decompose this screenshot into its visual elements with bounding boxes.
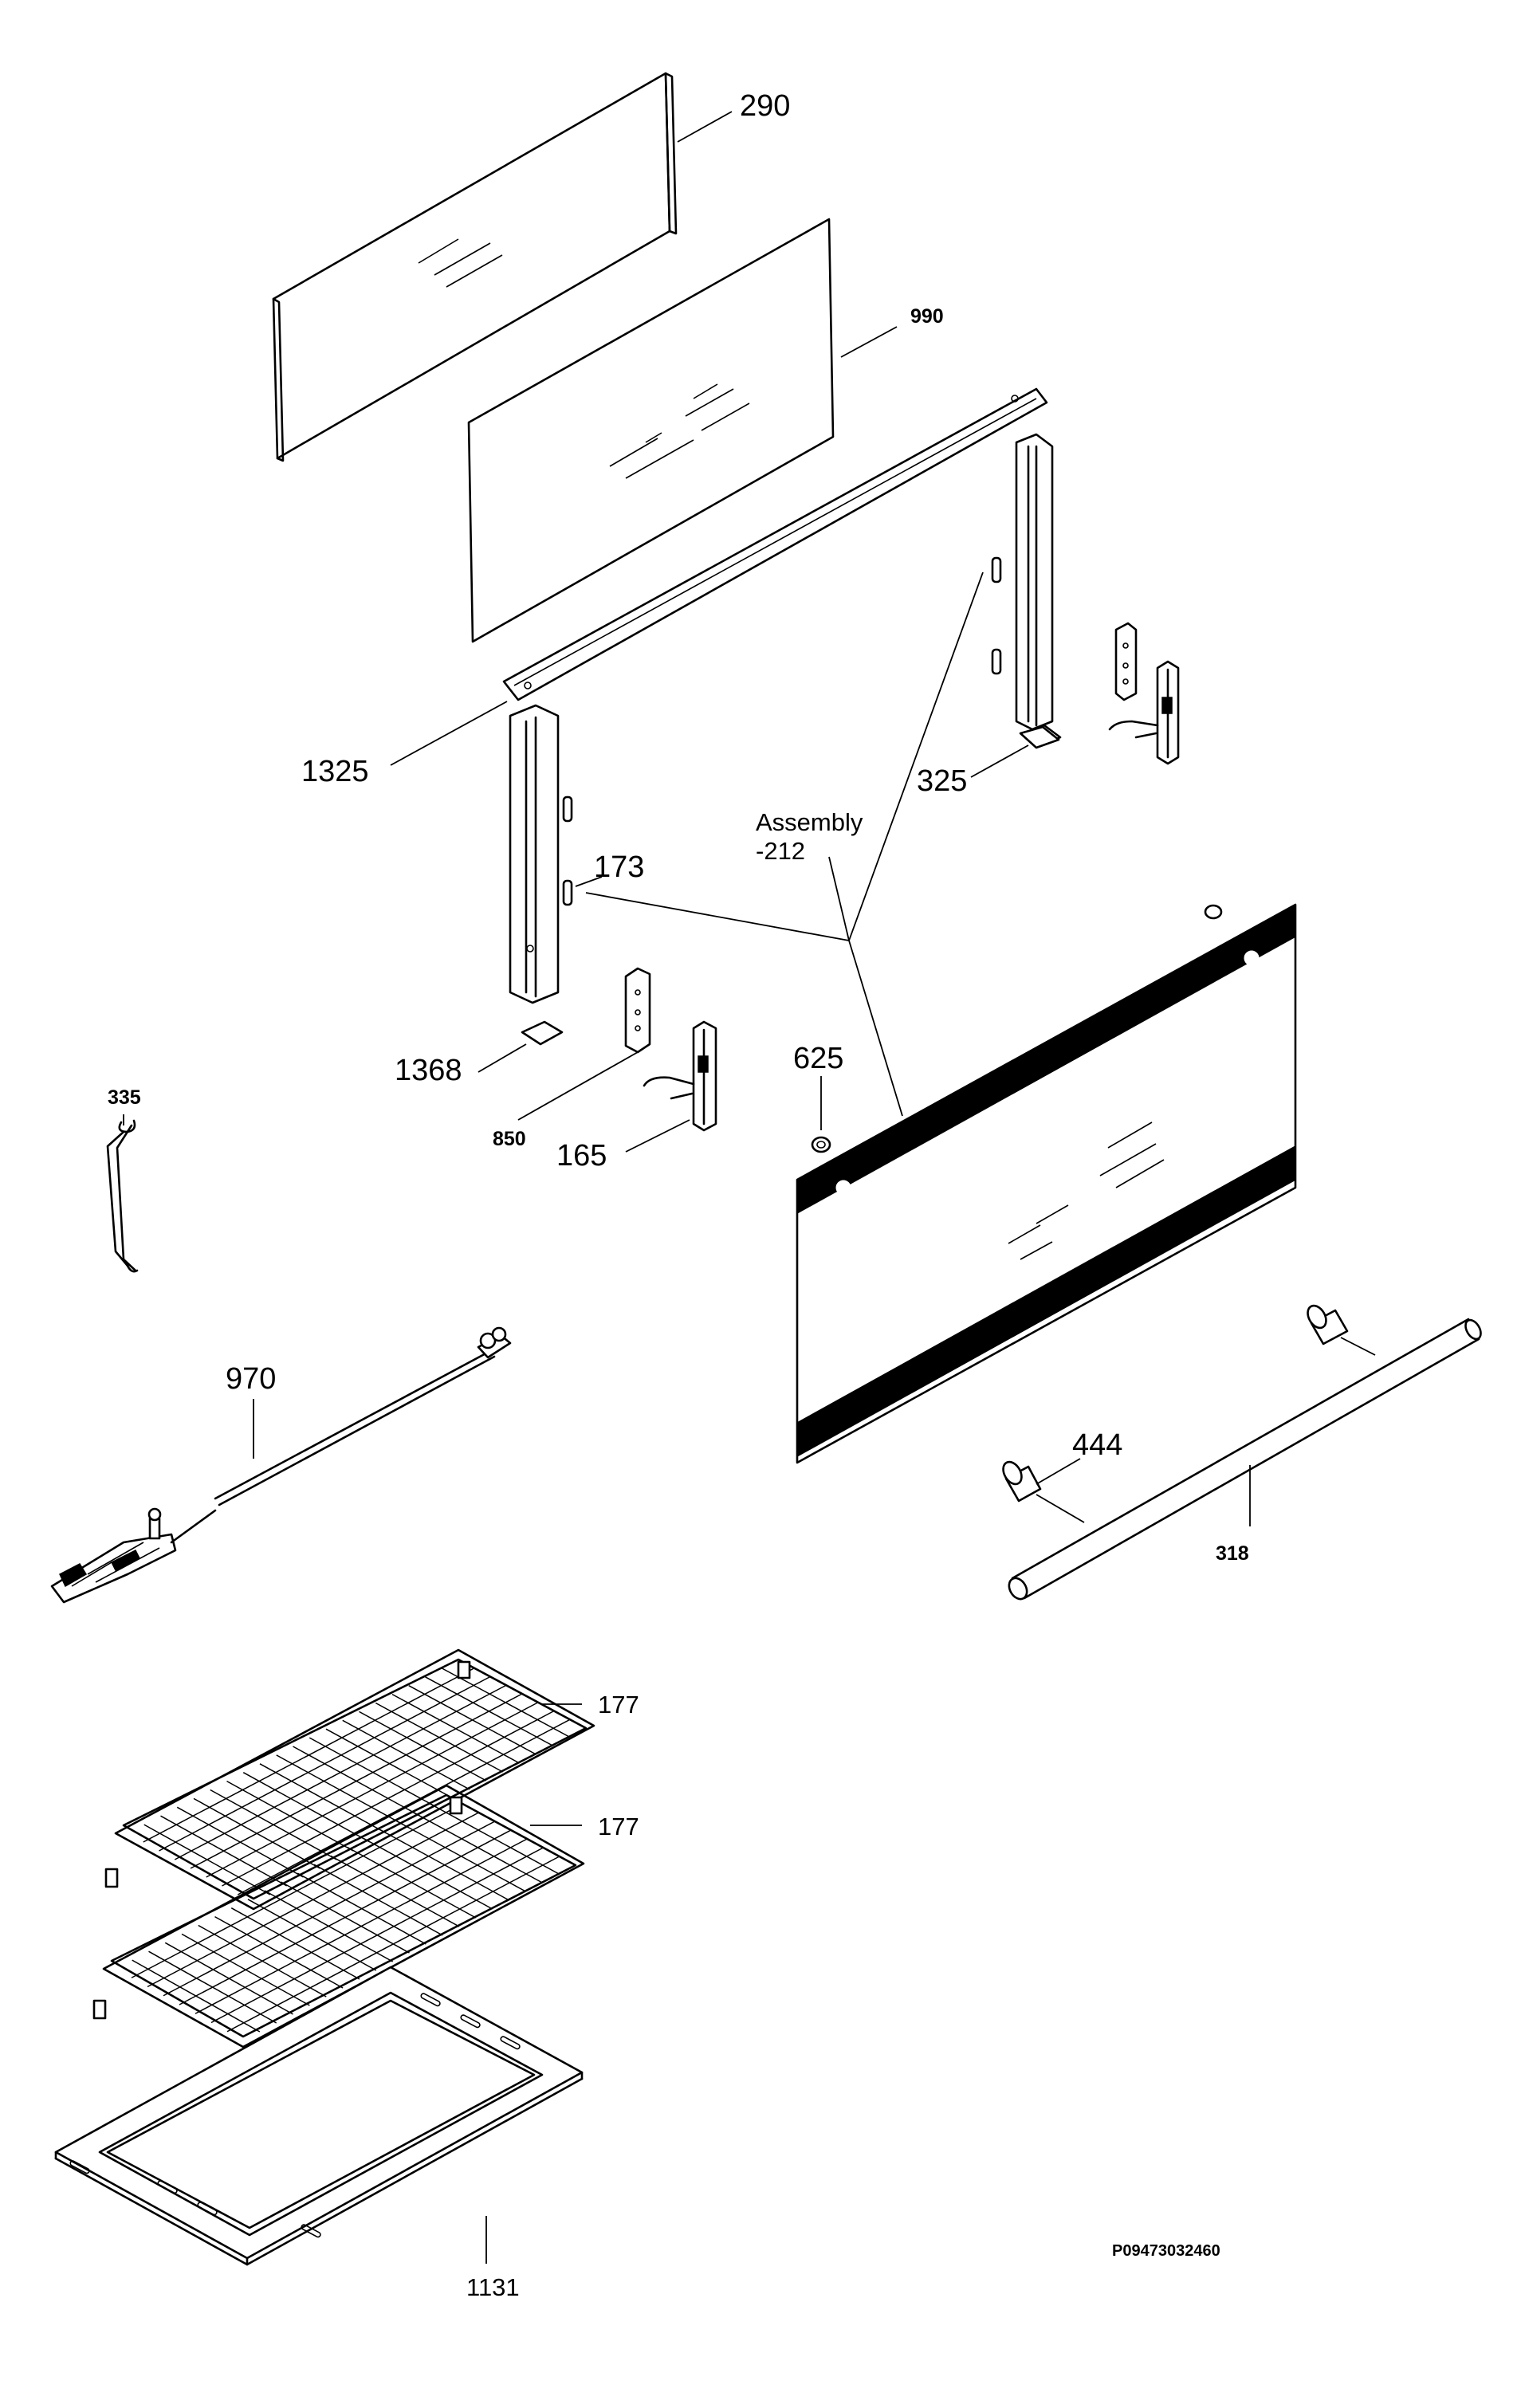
label-625: 625: [793, 1042, 843, 1075]
label-990: 990: [910, 305, 944, 328]
part-right-hinge-plate: [1114, 622, 1138, 701]
part-970-spit-rod: [50, 1326, 512, 1604]
part-177-lower-wire-shelf: [92, 1784, 585, 2049]
label-177-upper: 177: [598, 1691, 639, 1719]
part-right-hinge-arm: [1108, 660, 1180, 765]
leader-1325: [390, 701, 508, 766]
label-assembly: Assembly: [756, 808, 863, 836]
label-850: 850: [493, 1128, 526, 1150]
part-1368-left-rail: [509, 704, 573, 1046]
label-335: 335: [108, 1086, 141, 1109]
label-173: 173: [594, 850, 644, 884]
leader-165: [625, 1119, 690, 1153]
label-assembly-number: -212: [756, 837, 805, 865]
leader-1368: [478, 1043, 527, 1073]
leader-173: [575, 876, 603, 887]
part-1131-tray-frame: [54, 1966, 584, 2266]
part-assembly-212-door-glass: [796, 903, 1297, 1464]
label-1325: 1325: [301, 755, 369, 788]
label-1368: 1368: [395, 1054, 462, 1087]
label-325: 325: [917, 764, 967, 798]
leader-290: [677, 111, 733, 143]
leader-assembly-212: [585, 572, 984, 1117]
label-165: 165: [556, 1139, 607, 1173]
part-625-nut: [811, 904, 1223, 1153]
leader-444: [1036, 1458, 1081, 1485]
part-850-hinge-plate: [624, 967, 651, 1054]
label-970: 970: [226, 1362, 276, 1396]
label-290: 290: [740, 89, 790, 123]
part-335-handle: [106, 1119, 139, 1273]
leader-850: [517, 1051, 639, 1121]
part-990-glass-panel: [467, 218, 835, 643]
part-165-hinge-arm: [643, 1020, 717, 1132]
label-318: 318: [1216, 1542, 1249, 1565]
part-1325-top-strip: [502, 387, 1048, 701]
part-177-upper-wire-shelf: [104, 1648, 595, 1911]
leader-325: [970, 744, 1029, 778]
part-325-right-rail: [991, 433, 1062, 749]
part-318-handle-bar: [1008, 1318, 1482, 1601]
label-444: 444: [1072, 1428, 1122, 1462]
label-1131: 1131: [466, 2273, 520, 2301]
label-177-lower: 177: [598, 1813, 639, 1840]
part-444-spacer: [1002, 1304, 1376, 1523]
part-290-glass-panel: [272, 72, 678, 462]
leader-990: [840, 326, 898, 358]
label-drawing-code: P09473032460: [1112, 2242, 1220, 2260]
